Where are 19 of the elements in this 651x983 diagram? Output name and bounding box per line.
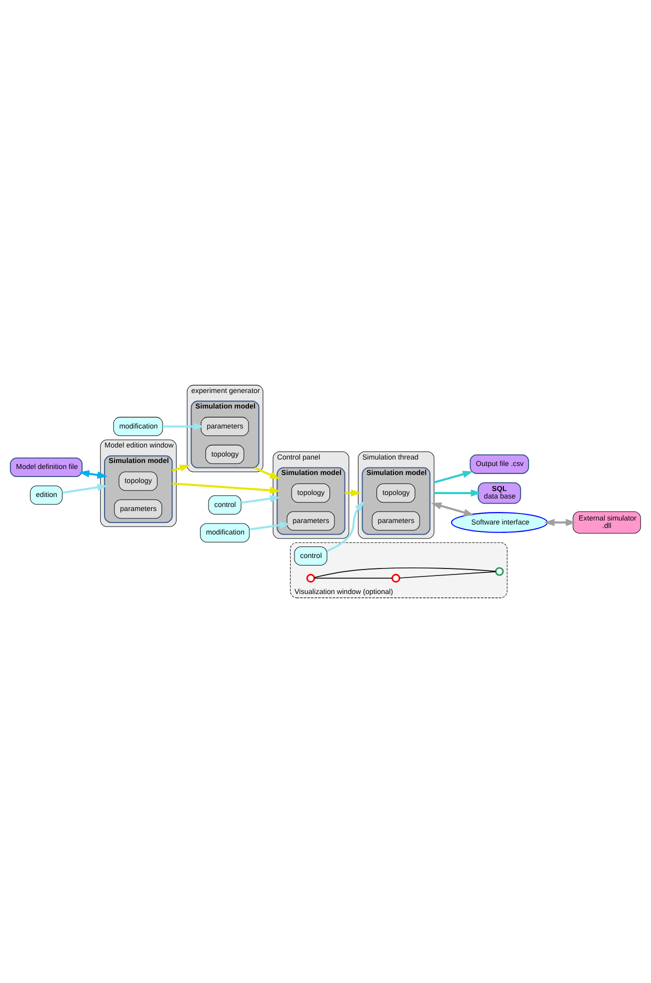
- connector: [314, 578, 393, 579]
- arrow: [434, 470, 474, 484]
- arrow: [249, 522, 290, 530]
- node-circle: [306, 574, 316, 583]
- arrow: [434, 489, 482, 497]
- arrow: [79, 470, 108, 479]
- arrow: [254, 466, 280, 480]
- arrow: [172, 482, 280, 494]
- arrow: [326, 501, 364, 552]
- connector: [399, 571, 496, 578]
- connector: [314, 567, 496, 578]
- arrow: [431, 502, 474, 516]
- arrow: [62, 484, 108, 494]
- node-circle: [391, 574, 400, 583]
- node-circle: [495, 567, 504, 576]
- arrow: [162, 422, 204, 430]
- arrow: [240, 495, 280, 504]
- arrow: [172, 464, 190, 472]
- arrow: [544, 518, 576, 526]
